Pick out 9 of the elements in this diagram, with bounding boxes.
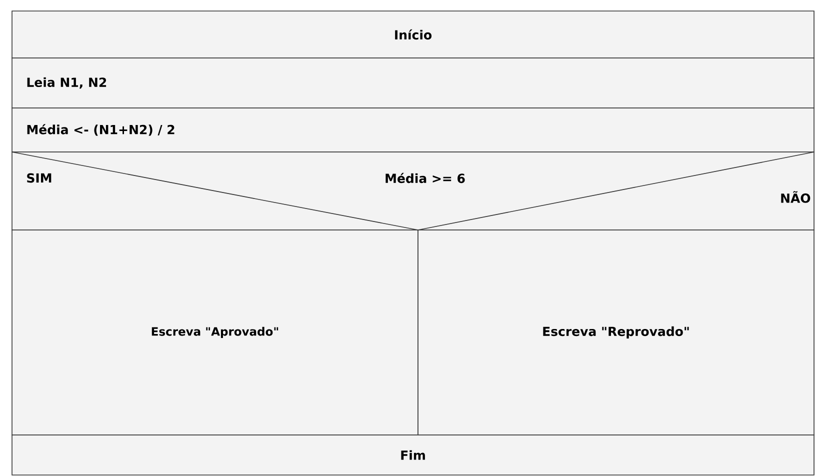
statement-text: Leia N1, N2 — [27, 77, 106, 89]
statement-text: Média <- (N1+N2) / 2 — [27, 124, 174, 136]
branch-label: SIM — [27, 173, 52, 183]
statement-text: Escreva "Reprovado" — [543, 326, 689, 339]
condition-text: Média >= 6 — [386, 172, 465, 184]
statement-text: Fim — [401, 450, 425, 460]
statement-text: Escreva "Aprovado" — [152, 326, 278, 338]
statement-text: Início — [395, 29, 432, 40]
branch-label: NÃO — [781, 191, 810, 203]
